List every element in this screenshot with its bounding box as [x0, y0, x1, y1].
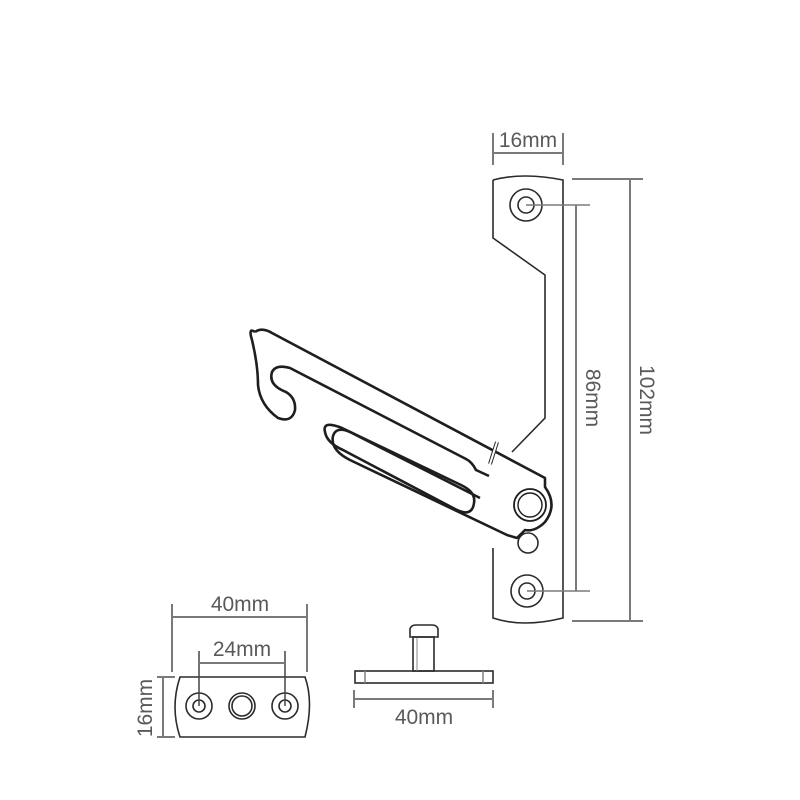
- base-plate: [492, 175, 564, 624]
- width-16mm-label: 16mm: [499, 129, 557, 152]
- keep-pin: [412, 636, 435, 672]
- keep-plate-top-view: [174, 676, 311, 738]
- keep-pin-head: [409, 624, 439, 638]
- hole-spacing-86mm-label: 86mm: [581, 369, 604, 427]
- keep-height-16mm-label: 16mm: [134, 679, 157, 737]
- keep-plate-side-view: [354, 624, 494, 684]
- restrictor-arm: [249, 328, 553, 540]
- overall-length-102mm-label: 102mm: [635, 365, 658, 435]
- stud-circle: [517, 532, 539, 554]
- main-dimension-lines: [492, 133, 643, 622]
- keep-side-width-40mm-label: 40mm: [395, 706, 453, 729]
- keep-plate-dimension-lines: [157, 604, 308, 738]
- pivot-rivet: [513, 488, 547, 522]
- keep-hole-center: [228, 692, 256, 720]
- keep-side-dimension-lines: [353, 690, 494, 708]
- keep-width-40mm-label: 40mm: [211, 593, 269, 616]
- keep-hole-spacing-24mm-label: 24mm: [213, 638, 271, 661]
